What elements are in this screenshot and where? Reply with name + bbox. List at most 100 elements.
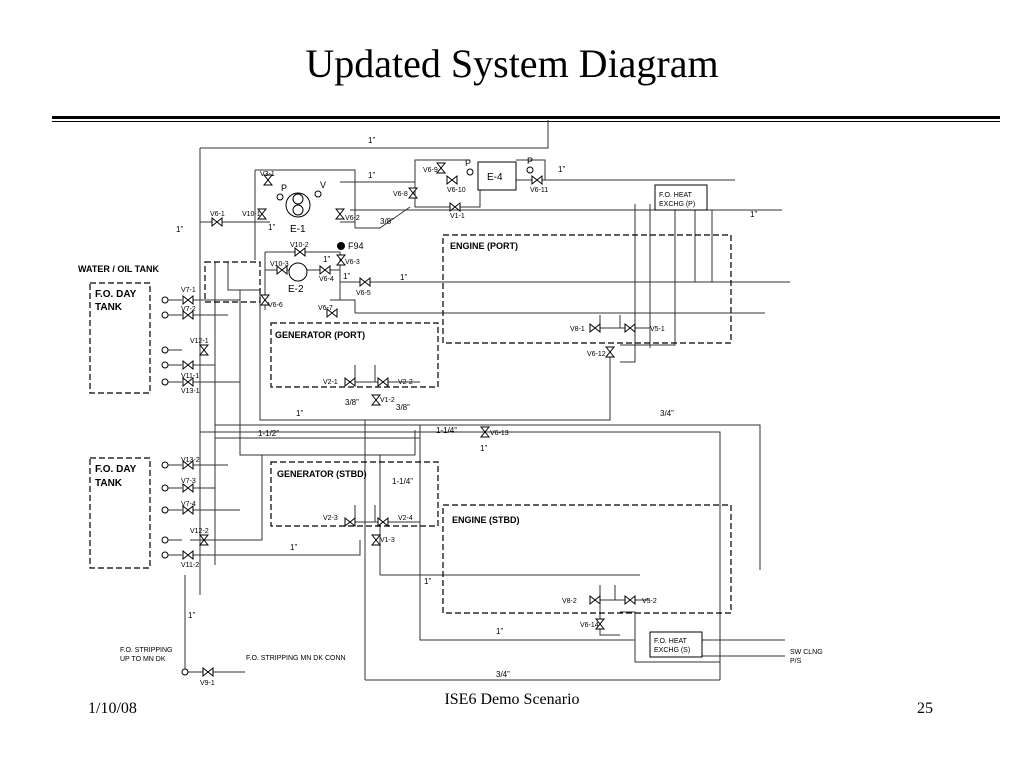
label-s-1b: 1”: [480, 444, 487, 453]
label-v6-5: V6-5: [356, 290, 371, 297]
fo-day-tank-2-box: [89, 457, 151, 569]
label-s-top: 1”: [368, 136, 375, 145]
label-f94: F94: [348, 241, 364, 251]
label-v8-1: V8-1: [570, 326, 585, 333]
label-v6-7: V6-7: [318, 305, 333, 312]
label-fo-day-tank-2b: TANK: [95, 478, 123, 489]
equipment-boxes: [89, 234, 732, 614]
label-p3: P: [527, 156, 533, 166]
p-gauge-2: [466, 168, 474, 176]
label-v11-2: V11-2: [181, 562, 199, 569]
label-s-port2: 1”: [296, 409, 303, 418]
label-v13-2: V13-2: [181, 457, 200, 464]
label-v12-1: V12-1: [190, 338, 209, 345]
p-gauge-3: [526, 166, 534, 174]
engine-port-box: [442, 234, 732, 344]
label-fo-day-tank-1a: F.O. DAY: [95, 289, 137, 300]
footer-center: ISE6 Demo Scenario: [444, 691, 580, 708]
equipment-labels: WATER / OIL TANK F.O. DAY TANK F.O. DAY …: [78, 156, 695, 654]
water-oil-tank-box: [204, 261, 261, 303]
label-generator-stbd: GENERATOR (STBD): [277, 469, 367, 479]
label-fo-heat-p-b: EXCHG (P): [659, 201, 695, 208]
fo-heat-exchg-s-box: [649, 631, 703, 658]
piping: [165, 120, 790, 681]
pipe-size-labels: 1” 1” 1” 3/8” 1” 1” 1” 1” 1” 1” 1” 3/8” …: [176, 136, 757, 679]
label-s-114a: 1-1/4”: [436, 426, 457, 435]
label-v2-3: V2-3: [323, 515, 338, 522]
label-generator-port: GENERATOR (PORT): [275, 330, 365, 340]
slide-title: Updated System Diagram: [305, 41, 719, 86]
e1-pump-inner-bottom: [292, 204, 304, 216]
label-s-port1: 1”: [400, 273, 407, 282]
label-p1: P: [281, 183, 287, 193]
label-s-38b: 3/8”: [345, 398, 359, 407]
label-v2-4: V2-4: [398, 515, 413, 522]
valve-labels: V3-1 V10-1 V6-1 V6-2 V6-9 V6-10 V6-8 V6-…: [181, 167, 665, 687]
label-v6-4: V6-4: [319, 276, 334, 283]
label-s-v65: 1”: [343, 272, 350, 281]
label-strip2: F.O. STRIPPING MN DK CONN: [246, 655, 346, 662]
generator-port-box: [270, 322, 439, 388]
label-v7-1: V7-1: [181, 287, 196, 294]
label-engine-port: ENGINE (PORT): [450, 241, 518, 251]
strip-conn-circle: [181, 668, 189, 676]
label-v6-10: V6-10: [447, 187, 466, 194]
label-v2-1: V2-1: [323, 379, 338, 386]
p-gauge-1: [276, 193, 284, 201]
label-v10-1: V10-1: [242, 211, 261, 218]
label-v6-11: V6-11: [530, 187, 548, 194]
label-v6-12: V6-12: [587, 351, 606, 358]
label-fo-day-tank-2a: F.O. DAY: [95, 464, 137, 475]
title-rule-thin: [52, 121, 1000, 122]
label-v8-2: V8-2: [562, 598, 577, 605]
label-e1: E-1: [290, 224, 306, 235]
label-v6-2: V6-2: [345, 215, 360, 222]
label-v12-2: V12-2: [190, 528, 209, 535]
f94-dot: [337, 242, 345, 250]
label-fo-heat-s-b: EXCHG (S): [654, 647, 690, 654]
label-v1-1: V1-1: [450, 213, 465, 220]
label-v7-4: V7-4: [181, 501, 196, 508]
label-v11-1: V11-1: [181, 373, 199, 380]
label-fo-heat-p-a: F.O. HEAT: [659, 192, 693, 199]
label-v9-1: V9-1: [200, 680, 215, 687]
label-v6-9: V6-9: [423, 167, 438, 174]
engine-stbd-box: [442, 504, 732, 614]
label-v10-3: V10-3: [270, 261, 289, 268]
label-s-stbd2: 1”: [424, 577, 431, 586]
label-swb: P/S: [790, 658, 802, 665]
label-s-112: 1-1/2”: [258, 429, 279, 438]
footer-date: 1/10/08: [88, 700, 137, 717]
label-swa: SW CLNG: [790, 649, 823, 656]
label-v6-6: V6-6: [268, 302, 283, 309]
label-engine-stbd: ENGINE (STBD): [452, 515, 520, 525]
generator-stbd-box: [270, 461, 439, 527]
label-water-oil-tank: WATER / OIL TANK: [78, 264, 159, 274]
v-gauge: [314, 190, 322, 198]
label-v7-2: V7-2: [181, 306, 196, 313]
label-v10-2: V10-2: [290, 242, 309, 249]
label-s-v64: 1”: [323, 255, 330, 264]
label-v6-13: V6-13: [490, 430, 509, 437]
e2-pump-circle: [288, 262, 308, 282]
label-strip1b: UP TO MN DK: [120, 656, 166, 663]
label-v6-8: V6-8: [393, 191, 408, 198]
label-e2: E-2: [288, 284, 304, 295]
label-p2: P: [465, 158, 471, 168]
label-v3-1: V3-1: [260, 171, 275, 178]
label-s-114b: 1-1/4”: [392, 477, 413, 486]
label-fo-heat-s-a: F.O. HEAT: [654, 638, 688, 645]
label-v7-3: V7-3: [181, 478, 196, 485]
tank-connections: [161, 296, 169, 559]
label-v5-2: V5-2: [642, 598, 657, 605]
e1-pump-inner-top: [292, 193, 304, 205]
label-v2-2: V2-2: [398, 379, 413, 386]
label-s-38c: 3/8”: [396, 403, 410, 412]
label-s-left1: 1”: [176, 225, 183, 234]
label-v1-2: V1-2: [380, 397, 395, 404]
fo-day-tank-1-box: [89, 282, 151, 394]
label-s-38a: 3/8”: [380, 217, 394, 226]
label-s-stbd3: 1”: [496, 627, 503, 636]
notes: F.O. STRIPPING UP TO MN DK F.O. STRIPPIN…: [120, 647, 823, 665]
